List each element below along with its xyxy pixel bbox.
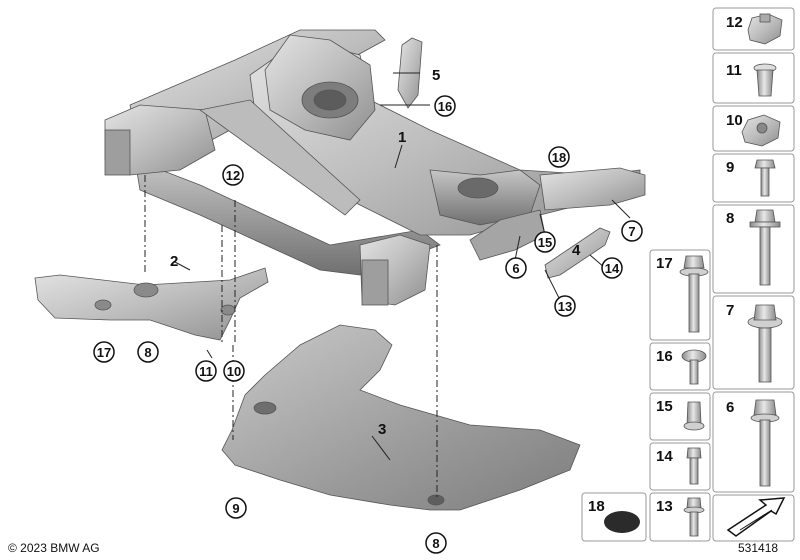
legend-num-17: 17 <box>656 255 673 272</box>
screw-icon <box>681 349 707 385</box>
bolt-icon <box>754 159 776 197</box>
bolt-icon <box>749 209 781 286</box>
callout-8-lower: 8 <box>425 532 447 554</box>
svg-text:8: 8 <box>144 345 151 360</box>
legend-num-11: 11 <box>726 62 742 79</box>
callout-11: 11 <box>195 360 217 382</box>
callout-9: 9 <box>225 497 247 519</box>
legend-num-7: 7 <box>726 302 734 319</box>
bolt-icon <box>679 255 709 333</box>
diagram-id: 531418 <box>738 541 779 555</box>
svg-text:14: 14 <box>605 261 620 276</box>
legend-num-6: 6 <box>726 399 734 416</box>
underbody-shield-part-3 <box>221 324 581 511</box>
legend-num-16: 16 <box>656 348 673 365</box>
svg-text:17: 17 <box>97 345 111 360</box>
svg-text:7: 7 <box>628 224 635 239</box>
front-axle-support <box>104 29 646 306</box>
legend-right-column: 12 11 10 9 8 7 6 <box>712 7 795 542</box>
legend-num-10: 10 <box>726 112 743 129</box>
callout-10: 10 <box>223 360 245 382</box>
rubber-plug-icon <box>604 511 640 533</box>
callout-13: 13 <box>554 295 576 317</box>
callout-14: 14 <box>601 257 623 279</box>
svg-text:8: 8 <box>432 536 439 551</box>
screw-icon <box>683 497 705 537</box>
svg-text:18: 18 <box>552 150 566 165</box>
callout-7: 7 <box>621 220 643 242</box>
bolt-with-washer-icon <box>747 304 783 383</box>
svg-text:6: 6 <box>512 261 519 276</box>
sleeve-nut-icon <box>753 63 777 97</box>
clip-nut-icon <box>747 13 783 45</box>
bracket-part-4 <box>544 227 611 279</box>
svg-text:9: 9 <box>232 501 239 516</box>
callout-15: 15 <box>534 231 556 253</box>
svg-text:16: 16 <box>438 99 452 114</box>
legend-num-15: 15 <box>656 398 673 415</box>
legend-num-13: 13 <box>656 498 673 515</box>
svg-text:10: 10 <box>227 364 241 379</box>
copyright-text: © 2023 BMW AG <box>8 541 100 555</box>
svg-text:15: 15 <box>538 235 552 250</box>
label-part-2: 2 <box>170 253 178 270</box>
legend-num-14: 14 <box>656 448 673 465</box>
legend-bottom-left: 18 <box>581 492 647 542</box>
callout-6: 6 <box>505 257 527 279</box>
callout-16: 16 <box>434 95 456 117</box>
lower-brace-part-2 <box>34 267 269 341</box>
legend-num-8: 8 <box>726 210 734 227</box>
callout-18: 18 <box>548 146 570 168</box>
long-bolt-icon <box>750 399 780 487</box>
label-part-5: 5 <box>432 67 440 84</box>
callout-12: 12 <box>222 164 244 186</box>
legend-left-column: 17 16 15 14 13 <box>649 249 711 542</box>
label-part-4: 4 <box>572 242 581 259</box>
clip-nut-icon <box>741 114 781 147</box>
svg-text:11: 11 <box>199 364 213 379</box>
legend-num-12: 12 <box>726 14 743 31</box>
label-part-3: 3 <box>378 421 386 438</box>
svg-text:13: 13 <box>558 299 572 314</box>
legend-num-9: 9 <box>726 159 734 176</box>
front-direction-arrow-icon <box>726 497 786 537</box>
label-part-1: 1 <box>398 129 406 146</box>
legend-num-18: 18 <box>588 498 605 515</box>
svg-text:12: 12 <box>226 168 240 183</box>
screw-icon <box>686 447 702 485</box>
callout-17: 17 <box>93 341 115 363</box>
sleeve-icon <box>683 401 705 431</box>
callout-8-upper: 8 <box>137 341 159 363</box>
